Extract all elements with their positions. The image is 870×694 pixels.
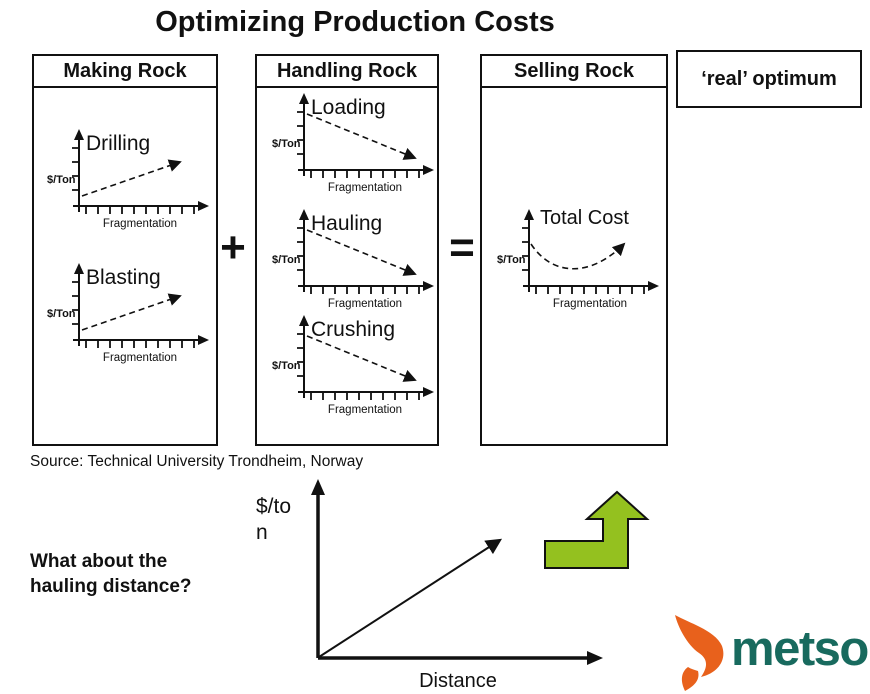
x-axis-arrow-icon <box>198 335 209 345</box>
source-note: Source: Technical University Trondheim, … <box>30 453 364 470</box>
chart-total-cost: Total Cost $/Ton Fragmentation <box>497 207 659 310</box>
chart-blasting: Blasting $/Ton Fragmentation <box>47 263 209 364</box>
x-axis-label: Fragmentation <box>553 298 627 310</box>
bottom-chart-x-axis-label: Distance <box>419 670 497 692</box>
y-axis-arrow-icon <box>311 479 325 495</box>
trend-line-up <box>81 159 182 197</box>
green-bent-up-arrow-icon <box>544 490 650 569</box>
panel-selling-rock-title: Selling Rock <box>482 56 666 88</box>
equals-operator: = <box>449 223 475 272</box>
panel-handling-rock-title: Handling Rock <box>257 56 437 88</box>
x-axis-label: Fragmentation <box>328 182 402 194</box>
y-axis-arrow-icon <box>74 129 84 140</box>
y-axis-label: $/Ton <box>272 360 301 372</box>
x-axis-label: Fragmentation <box>103 218 177 230</box>
y-axis-arrow-icon <box>524 209 534 220</box>
real-optimum-label: ‘real’ optimum <box>701 67 837 90</box>
metso-logo-text: metso <box>731 621 869 676</box>
bottom-chart-y-axis-label: $/to n <box>256 494 291 547</box>
x-axis-label: Fragmentation <box>328 298 402 310</box>
chart-cost-vs-distance <box>311 479 603 665</box>
chart-title: Drilling <box>86 132 150 155</box>
chart-title: Hauling <box>311 212 382 235</box>
trend-line-up <box>81 293 182 331</box>
plus-operator: + <box>220 223 246 272</box>
panel-handling-rock: Handling Rock Loading $/Ton Fragmentatio… <box>255 54 439 446</box>
trend-line-down <box>306 113 417 160</box>
y-axis-label: $/Ton <box>272 138 301 150</box>
question-text: What about the hauling distance? <box>30 549 192 599</box>
page-title: Optimizing Production Costs <box>155 6 555 38</box>
x-axis-arrow-icon <box>423 281 434 291</box>
y-axis-arrow-icon <box>74 263 84 274</box>
metso-logo: metso <box>668 615 869 691</box>
x-axis-arrow-icon <box>587 651 603 665</box>
chart-hauling: Hauling $/Ton Fragmentation <box>272 209 434 310</box>
panel-making-rock: Making Rock Drilling $/Ton Fragmentation… <box>32 54 218 446</box>
chart-title: Crushing <box>311 318 395 341</box>
y-axis-label: $/Ton <box>497 254 526 266</box>
y-axis-arrow-icon <box>299 315 309 326</box>
real-optimum-box: ‘real’ optimum <box>676 50 862 108</box>
y-label-line-2: n <box>256 521 268 545</box>
trend-line-down <box>306 229 417 276</box>
panel-selling-rock: Selling Rock Total Cost $/Ton Fragmentat… <box>480 54 668 446</box>
chart-title: Total Cost <box>540 207 629 229</box>
chart-drilling: Drilling $/Ton Fragmentation <box>47 129 209 230</box>
y-axis-label: $/Ton <box>47 174 76 186</box>
metso-logo-icon <box>675 615 724 691</box>
y-axis-arrow-icon <box>299 209 309 220</box>
chart-title: Loading <box>311 96 386 119</box>
x-axis-label: Fragmentation <box>103 352 177 364</box>
chart-loading: Loading $/Ton Fragmentation <box>272 93 434 194</box>
chart-title: Blasting <box>86 266 161 289</box>
y-axis-label: $/Ton <box>272 254 301 266</box>
y-label-line-1: $/to <box>256 495 292 518</box>
question-line-1: What about the <box>30 551 168 572</box>
x-axis-label: Fragmentation <box>328 404 402 416</box>
panel-making-rock-title: Making Rock <box>34 56 216 88</box>
x-axis-arrow-icon <box>648 281 659 291</box>
trend-line-linear-up <box>318 538 503 658</box>
y-axis-arrow-icon <box>299 93 309 104</box>
trend-line-u-curve <box>530 242 626 270</box>
x-axis-arrow-icon <box>423 387 434 397</box>
y-axis-label: $/Ton <box>47 308 76 320</box>
trend-line-down <box>306 335 417 382</box>
x-axis-arrow-icon <box>198 201 209 211</box>
x-axis-arrow-icon <box>423 165 434 175</box>
question-line-2: hauling distance? <box>30 576 192 598</box>
chart-crushing: Crushing $/Ton Fragmentation <box>272 315 434 416</box>
